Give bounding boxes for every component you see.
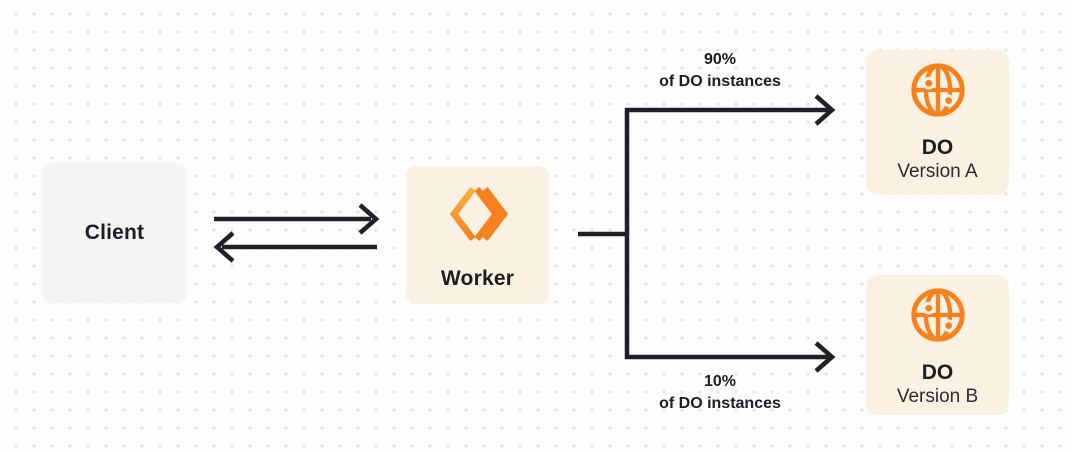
do-version-a-node: DO Version A	[866, 50, 1009, 195]
request-arrow	[214, 203, 380, 235]
globe-icon	[907, 284, 969, 346]
do-version-b-node: DO Version B	[866, 275, 1009, 415]
do-b-subtitle: Version B	[896, 386, 979, 407]
response-arrow	[213, 231, 377, 263]
do-a-title: DO	[921, 136, 954, 159]
client-label: Client	[84, 221, 145, 244]
do-a-subtitle: Version A	[897, 161, 978, 182]
client-node: Client	[42, 163, 187, 303]
bottom-branch-caption: of DO instances	[659, 395, 781, 412]
globe-icon	[907, 59, 969, 121]
top-branch-label: 90% of DO instances	[630, 49, 810, 93]
worker-label: Worker	[440, 267, 515, 290]
response-arrowhead-icon	[213, 231, 235, 263]
top-branch-percentage: 90%	[703, 51, 737, 68]
branch-fork-line	[624, 107, 830, 360]
branch-top-arrowhead-icon	[814, 94, 836, 126]
workers-logo-icon	[446, 182, 510, 246]
request-arrowhead-icon	[358, 203, 380, 235]
bottom-branch-label: 10% of DO instances	[630, 371, 810, 415]
do-b-title: DO	[921, 361, 954, 384]
bottom-branch-percentage: 10%	[703, 373, 737, 390]
branch-bottom-arrowhead-icon	[814, 341, 836, 373]
worker-node: Worker	[406, 166, 549, 304]
top-branch-caption: of DO instances	[659, 73, 781, 90]
worker-branch-connector	[578, 94, 836, 373]
